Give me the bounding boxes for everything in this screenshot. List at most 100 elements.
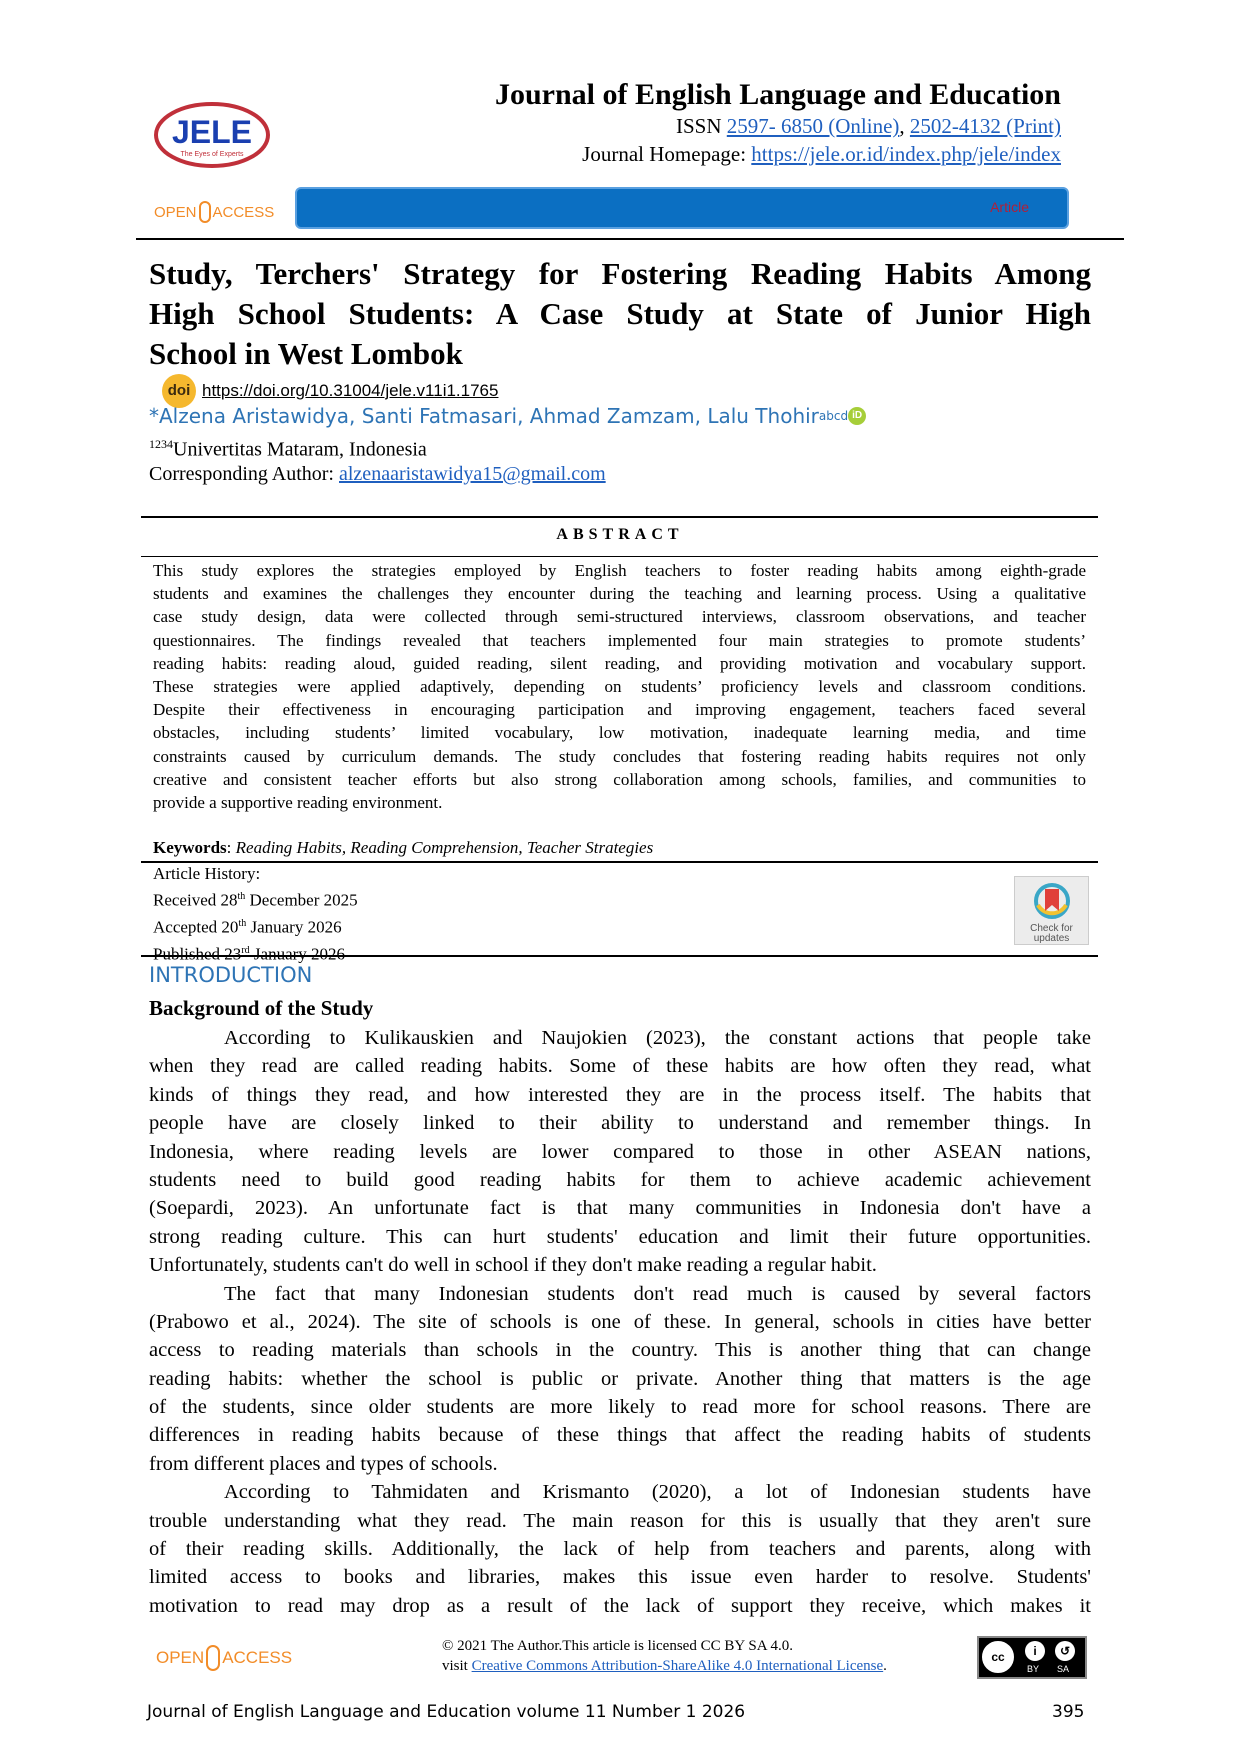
affiliation-text: Univertitas Mataram, Indonesia <box>173 438 427 461</box>
paragraph-line: trouble understanding what they read. Th… <box>149 1509 1091 1532</box>
issn-print-link[interactable]: 2502-4132 (Print) <box>909 114 1061 138</box>
history-published: Published 23rd January 2026 <box>153 944 346 964</box>
footer-open-access-left: OPEN <box>156 1648 205 1667</box>
keywords-list: Reading Habits, Reading Comprehension, T… <box>235 838 654 857</box>
svg-text:JELE: JELE <box>172 114 252 150</box>
orcid-icon[interactable]: iD <box>848 407 867 425</box>
paragraph-line: access to reading materials than schools… <box>149 1339 1091 1362</box>
footer-open-access-logo: OPEN ACCESS <box>156 1645 292 1671</box>
license-line: © 2021 The Author.This article is licens… <box>442 1638 793 1654</box>
issn-line: ISSN 2597- 6850 (Online), 2502-4132 (Pri… <box>676 114 1061 139</box>
issn-online-link[interactable]: 2597- 6850 (Online) <box>726 114 900 138</box>
check-updates-icon <box>1033 883 1070 919</box>
issn-separator: , <box>899 114 910 138</box>
cc-sa-label: SA <box>1057 1664 1070 1674</box>
jele-logo: JELE The Eyes of Experts <box>153 100 271 170</box>
paragraph-line: (Soepardi, 2023). An unfortunate fact is… <box>149 1197 1091 1220</box>
paragraph-line: limited access to books and libraries, m… <box>149 1566 1091 1589</box>
paragraph-line: of their reading skills. Additionally, t… <box>149 1538 1091 1561</box>
license-notice: © 2021 The Author.This article is licens… <box>442 1636 887 1676</box>
subsection-heading: Background of the Study <box>149 996 374 1020</box>
author-affiliation-marks: abcd <box>818 409 849 423</box>
abstract-line: obstacles, including students’ limited v… <box>153 723 1086 743</box>
paragraph-line: motivation to read may drop as a result … <box>149 1594 1091 1617</box>
title-line: School in West Lombok <box>149 336 463 371</box>
cc-by-sa-badge[interactable]: cc i ↺ BY SA <box>977 1636 1087 1679</box>
homepage-line: Journal Homepage: https://jele.or.id/ind… <box>582 142 1061 167</box>
authors: *Alzena Aristawidya, Santi Fatmasari, Ah… <box>149 404 867 428</box>
cc-by-label: BY <box>1027 1664 1040 1674</box>
paragraph-line: Indonesia, where reading levels are lowe… <box>149 1140 1091 1163</box>
abstract-heading-divider <box>141 556 1098 557</box>
page-number: 395 <box>1052 1702 1085 1722</box>
journal-title: Journal of English Language and Educatio… <box>494 78 1061 111</box>
open-lock-icon <box>198 201 211 223</box>
doi-line: doi https://doi.org/10.31004/jele.v11i1.… <box>162 374 498 408</box>
abstract-line: reading habits: reading aloud, guided re… <box>153 653 1086 673</box>
paragraph-line: According to Kulikauskien and Naujokien … <box>224 1027 1091 1049</box>
abstract-line: Despite their effectiveness in encouragi… <box>153 700 1086 720</box>
history-divider <box>141 955 1098 957</box>
cc-icon: cc <box>982 1641 1014 1673</box>
check-for-updates-button[interactable]: Check for updates <box>1014 876 1089 945</box>
keywords-divider <box>141 861 1098 863</box>
affiliation-marks: 1234 <box>149 437 173 451</box>
corresponding-email-link[interactable]: alzenaaristawidya15@gmail.com <box>339 463 606 485</box>
section-heading-introduction: INTRODUCTION <box>149 963 313 987</box>
doi-link[interactable]: https://doi.org/10.31004/jele.v11i1.1765 <box>202 381 499 400</box>
issn-label: ISSN <box>676 114 727 138</box>
article-history: Article History: Received 28th December … <box>153 862 358 966</box>
affiliation: 1234Univertitas Mataram, Indonesia <box>149 437 427 462</box>
paragraph-line: when they read are called reading habits… <box>149 1055 1091 1078</box>
corresponding-author: Corresponding Author: alzenaaristawidya1… <box>149 463 606 486</box>
footer-open-access-right: ACCESS <box>222 1648 293 1667</box>
article-type-label: Article <box>990 199 1029 215</box>
open-access-right: ACCESS <box>212 203 275 221</box>
introduction-body: According to Kulikauskien and Naujokien … <box>149 1024 1091 1620</box>
footer-open-lock-icon <box>206 1645 221 1671</box>
license-link[interactable]: Creative Commons Attribution-ShareAlike … <box>471 1658 884 1674</box>
article-type-banner: Article <box>295 187 1069 229</box>
footer-journal-info: Journal of English Language and Educatio… <box>147 1702 746 1722</box>
paragraph-line: Unfortunately, students can't do well in… <box>149 1254 877 1277</box>
paragraph-line: The fact that many Indonesian students d… <box>224 1282 1091 1305</box>
paragraph-line: people have are closely linked to their … <box>149 1112 1091 1135</box>
open-access-left: OPEN <box>154 203 197 221</box>
title-line: Study, Terchers' Strategy for Fostering … <box>149 256 1091 291</box>
abstract-top-divider <box>141 516 1098 518</box>
keywords-label: Keywords <box>153 838 227 857</box>
paragraph-line: reading habits: whether the school is pu… <box>149 1367 1091 1390</box>
abstract-line: constraints caused by curriculum demands… <box>153 746 1086 766</box>
keywords: Keywords: Reading Habits, Reading Compre… <box>153 838 654 857</box>
author-names: *Alzena Aristawidya, Santi Fatmasari, Ah… <box>149 404 819 428</box>
article-title: Study, Terchers' Strategy for Fostering … <box>149 256 1091 376</box>
paragraph-line: (Prabowo et al., 2024). The site of scho… <box>149 1310 1091 1333</box>
check-updates-label: Check for updates <box>1030 923 1073 944</box>
abstract-line: creative and consistent teacher efforts … <box>153 769 1086 789</box>
homepage-label: Journal Homepage: <box>582 142 752 166</box>
paragraph-line: According to Tahmidaten and Krismanto (2… <box>224 1481 1091 1504</box>
sa-icon: ↺ <box>1055 1641 1075 1661</box>
license-visit-line: visit Creative Commons Attribution-Share… <box>442 1656 887 1676</box>
paragraph-line: from different places and types of schoo… <box>149 1452 498 1475</box>
abstract-line: provide a supportive reading environment… <box>153 792 443 812</box>
abstract-line: This study explores the strategies emplo… <box>153 561 1086 580</box>
by-icon: i <box>1025 1641 1045 1661</box>
abstract-line: case study design, data were collected t… <box>153 607 1086 627</box>
svg-text:The Eyes of Experts: The Eyes of Experts <box>180 151 244 158</box>
paragraph-line: students need to build good reading habi… <box>149 1168 1091 1191</box>
paragraph-line: kinds of things they read, and how inter… <box>149 1083 1091 1106</box>
abstract-line: These strategies were applied adaptively… <box>153 676 1086 696</box>
abstract-line: students and examines the challenges the… <box>153 584 1086 604</box>
homepage-link[interactable]: https://jele.or.id/index.php/jele/index <box>751 142 1061 166</box>
license-period: . <box>883 1658 887 1674</box>
history-accepted: Accepted 20th January 2026 <box>153 917 342 937</box>
abstract-text: This study explores the strategies emplo… <box>153 559 1086 814</box>
header-divider <box>136 238 1124 240</box>
paragraph-line: of the students, since older students ar… <box>149 1396 1091 1419</box>
paragraph-line: differences in reading habits because of… <box>149 1424 1091 1447</box>
history-received: Received 28th December 2025 <box>153 890 358 910</box>
license-visit-label: visit <box>442 1658 472 1674</box>
abstract-heading: ABSTRACT <box>556 526 684 543</box>
paragraph-line: strong reading culture. This can hurt st… <box>149 1225 1091 1248</box>
